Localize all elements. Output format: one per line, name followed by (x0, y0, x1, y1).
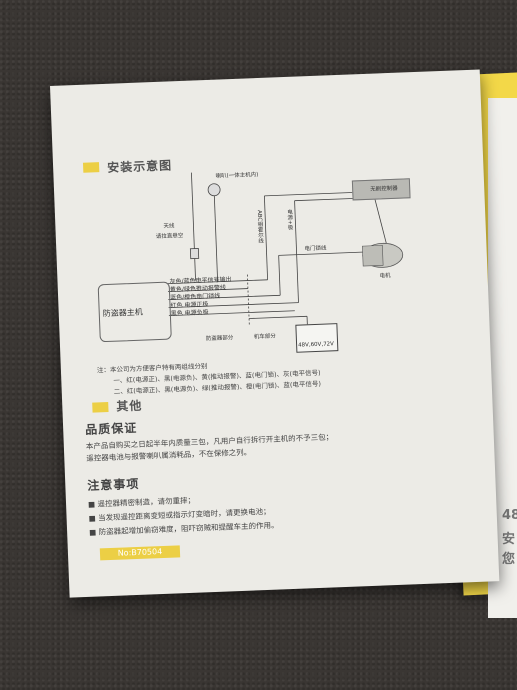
wiring-diagram (167, 172, 404, 329)
wire-label-5: 黑色 电源负极 (170, 309, 209, 318)
notice-title: 注意事项 (87, 476, 140, 493)
notice-item-1-text: 遥控器精密制造，请勿重摔； (97, 495, 196, 509)
abc-wire-label: ABC相霍尔线 (255, 209, 264, 244)
quality-title: 品质保证 (84, 420, 138, 437)
door-lock-label: 电门锁线 (304, 245, 327, 253)
model-badge: No:B70504 (99, 545, 181, 561)
other-title: 其他 (116, 398, 143, 414)
motor-label: 电机 (379, 273, 391, 280)
vehicle-part-label: 机车部分 (253, 333, 276, 341)
antenna-line (191, 172, 196, 281)
notice-item-1: ■ 遥控器精密制造，请勿重摔； (87, 495, 196, 509)
speaker-line (213, 195, 219, 282)
speaker-shape (207, 183, 221, 197)
section-bar-other (92, 401, 109, 413)
edge-text-2: 安 (502, 532, 516, 547)
edge-text-3: 您 (502, 552, 516, 567)
alarm-part-label: 防盗器部分 (205, 335, 234, 343)
antenna-label: 天线 (163, 223, 175, 230)
antenna-note: 请拉直悬空 (155, 232, 184, 241)
power-wire-label: 电源+极 (285, 208, 293, 231)
manual-page: 安装示意图 (50, 69, 500, 598)
speaker-label: 喇叭(一体主机内) (215, 172, 259, 180)
host-label: 防盗器主机 (102, 307, 143, 319)
controller-label: 无刷控制器 (370, 185, 398, 193)
motor-shape (362, 242, 404, 268)
edge-text-1: 48 (502, 508, 517, 523)
antenna-coil (189, 248, 200, 260)
notice-item-3-text: 防盗器起增加偷窃难度，阻吓窃贼和提醒车主的作用。 (98, 520, 279, 537)
